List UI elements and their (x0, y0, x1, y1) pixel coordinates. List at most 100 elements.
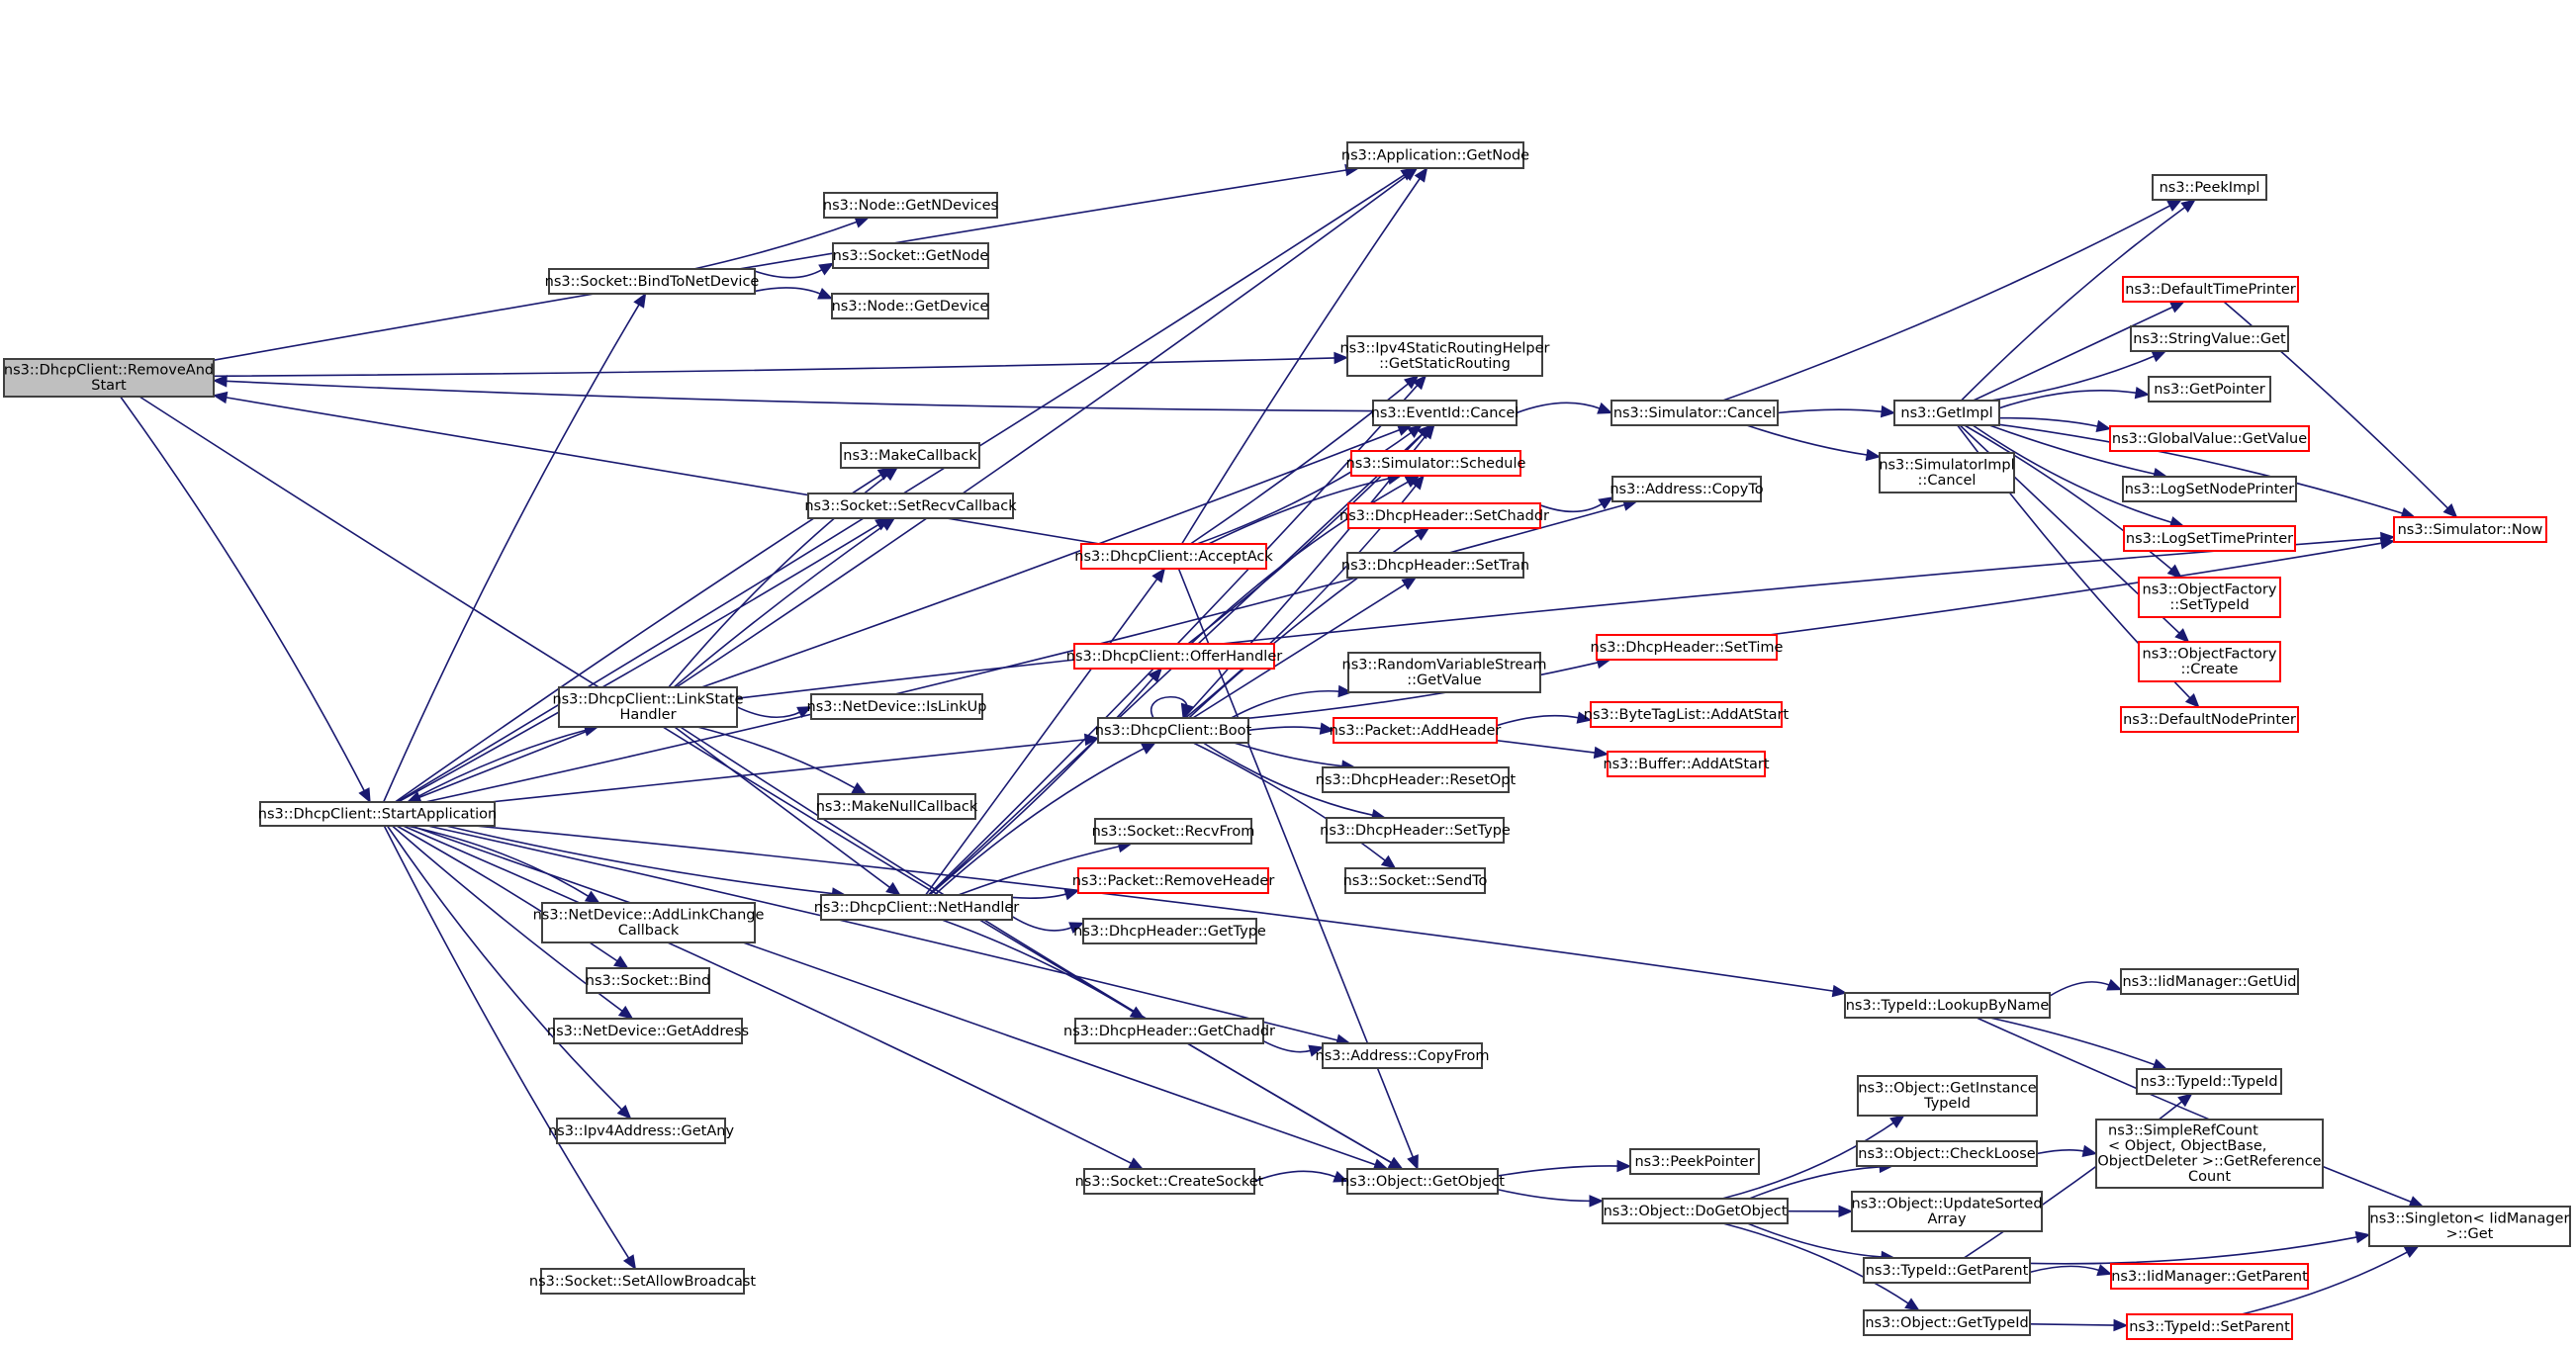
node-nethandler[interactable]: ns3::DhcpClient::NetHandler (814, 894, 1020, 921)
node-getobject[interactable]: ns3::Object::GetObject (1340, 1168, 1505, 1195)
node-setrecvcallback[interactable]: ns3::Socket::SetRecvCallback (804, 493, 1017, 519)
node-peekimpl[interactable]: ns3::PeekImpl (2152, 174, 2267, 201)
node-appgetnode[interactable]: ns3::Application::GetNode (1341, 141, 1529, 169)
node-box (2120, 706, 2299, 733)
node-nodegetndev[interactable]: ns3::Node::GetNDevices (823, 192, 998, 219)
edge-line (411, 825, 1377, 1166)
node-setchaddr[interactable]: ns3::DhcpHeader::SetChaddr (1339, 502, 1549, 529)
node-ofsettypeid[interactable]: ns3::ObjectFactory::SetTypeId (2138, 577, 2281, 618)
node-simschedule[interactable]: ns3::Simulator::Schedule (1346, 450, 1526, 477)
node-startapp[interactable]: ns3::DhcpClient::StartApplication (258, 801, 497, 827)
node-defaulttimeprinter[interactable]: ns3::DefaultTimePrinter (2122, 276, 2299, 303)
node-simimplcancel[interactable]: ns3::SimulatorImpl::Cancel (1879, 452, 2015, 493)
node-box (1596, 634, 1778, 661)
node-createsocket[interactable]: ns3::Socket::CreateSocket (1075, 1168, 1264, 1195)
node-label: ns3::DhcpHeader::GetType (1073, 924, 1266, 940)
node-eventcancel[interactable]: ns3::EventId::Cancel (1371, 400, 1519, 426)
node-box (1350, 450, 1521, 477)
arrowhead (2184, 692, 2200, 708)
node-box (1347, 502, 1541, 529)
edge-boot-to-settran (1192, 577, 1418, 719)
edge-nethandler-to-removeheader (1011, 888, 1080, 901)
node-getchaddr[interactable]: ns3::DhcpHeader::GetChaddr (1063, 1018, 1275, 1044)
node-label: ns3::Socket::GetNode (833, 248, 989, 264)
node-label: ns3::Address::CopyTo (1610, 482, 1763, 497)
edge-line (934, 747, 1146, 896)
node-settran[interactable]: ns3::DhcpHeader::SetTran (1341, 552, 1529, 579)
node-dogetobject[interactable]: ns3::Object::DoGetObject (1602, 1198, 1789, 1224)
node-makenullcallback[interactable]: ns3::MakeNullCallback (816, 793, 978, 820)
node-box (2110, 1263, 2309, 1290)
node-settime[interactable]: ns3::DhcpHeader::SetTime (1591, 634, 1784, 661)
node-recvfrom[interactable]: ns3::Socket::RecvFrom (1092, 818, 1255, 845)
node-acceptack[interactable]: ns3::DhcpClient::AcceptAck (1074, 543, 1273, 570)
node-resetopt[interactable]: ns3::DhcpHeader::ResetOpt (1316, 766, 1517, 793)
node-simcancel[interactable]: ns3::Simulator::Cancel (1610, 400, 1779, 426)
node-ipv4static[interactable]: ns3::Ipv4StaticRoutingHelper::GetStaticR… (1339, 335, 1550, 377)
arrowhead (212, 391, 229, 404)
node-boot[interactable]: ns3::DhcpClient::Boot (1095, 717, 1252, 744)
node-defaultnodeprinter[interactable]: ns3::DefaultNodePrinter (2120, 706, 2299, 733)
edge-line (2049, 981, 2111, 997)
node-logsettimeprinter[interactable]: ns3::LogSetTimePrinter (2123, 525, 2296, 552)
node-checkloose[interactable]: ns3::Object::CheckLoose (1856, 1140, 2038, 1167)
node-gettype[interactable]: ns3::DhcpHeader::GetType (1073, 918, 1266, 944)
node-iidgetuid[interactable]: ns3::IidManager::GetUid (2120, 968, 2299, 995)
node-ipv4getany[interactable]: ns3::Ipv4Address::GetAny (548, 1118, 734, 1144)
node-label: ::GetValue (1407, 672, 1482, 688)
node-lookupbyname[interactable]: ns3::TypeId::LookupByName (1844, 992, 2051, 1019)
node-sendto[interactable]: ns3::Socket::SendTo (1343, 867, 1488, 894)
node-addheader[interactable]: ns3::Packet::AddHeader (1330, 717, 1502, 744)
node-getimpl[interactable]: ns3::GetImpl (1893, 400, 2000, 426)
node-globalvaluegetvalue[interactable]: ns3::GlobalValue::GetValue (2109, 425, 2310, 452)
node-singletonget[interactable]: ns3::Singleton< IidManager >::Get (2368, 1206, 2571, 1247)
node-setallowbroadcast[interactable]: ns3::Socket::SetAllowBroadcast (529, 1268, 757, 1295)
node-typeidgetparent[interactable]: ns3::TypeId::GetParent (1863, 1257, 2031, 1284)
node-socketbind[interactable]: ns3::Socket::Bind (586, 967, 710, 994)
node-addresscopyto[interactable]: ns3::Address::CopyTo (1610, 476, 1764, 502)
arrowhead (2403, 1245, 2420, 1258)
node-box (2393, 516, 2547, 543)
edge-line (1539, 502, 1604, 513)
node-makecallback[interactable]: ns3::MakeCallback (840, 442, 980, 469)
node-iidgetparent[interactable]: ns3::IidManager::GetParent (2110, 1263, 2309, 1290)
arrowhead (2134, 386, 2151, 400)
node-getpointer[interactable]: ns3::GetPointer (2148, 376, 2271, 403)
node-rvsgetvalue[interactable]: ns3::RandomVariableStream::GetValue (1342, 652, 1547, 693)
node-bufferaddatstart[interactable]: ns3::Buffer::AddAtStart (1603, 751, 1770, 777)
edge-bindtonetdev-to-nodegetndev (693, 216, 871, 270)
node-ofcreate[interactable]: ns3::ObjectFactory::Create (2138, 641, 2281, 682)
node-typeidtypeid[interactable]: ns3::TypeId::TypeId (2136, 1068, 2282, 1095)
node-peekpointer[interactable]: ns3::PeekPointer (1629, 1148, 1760, 1175)
node-typeidsetparent[interactable]: ns3::TypeId::SetParent (2126, 1313, 2293, 1340)
edge-line (1747, 1222, 1884, 1258)
node-islinkup[interactable]: ns3::NetDevice::IsLinkUp (807, 693, 987, 720)
node-removeheader[interactable]: ns3::Packet::RemoveHeader (1072, 867, 1275, 894)
arrowhead (2168, 301, 2186, 314)
node-netdevgetaddress[interactable]: ns3::NetDevice::GetAddress (547, 1018, 749, 1044)
node-sockgetnode[interactable]: ns3::Socket::GetNode (832, 242, 989, 269)
node-offerhandler[interactable]: ns3::DhcpClient::OfferHandler (1066, 643, 1282, 670)
node-addresscopyfrom[interactable]: ns3::Address::CopyFrom (1316, 1042, 1490, 1069)
arrowhead (622, 1254, 637, 1271)
node-settype[interactable]: ns3::DhcpHeader::SetType (1320, 817, 1511, 844)
arrowhead (1414, 527, 1430, 541)
node-simplerefcount[interactable]: ns3::SimpleRefCount< Object, ObjectBase,… (2095, 1119, 2324, 1189)
node-bytetagaddatstart[interactable]: ns3::ByteTagList::AddAtStart (1584, 701, 1790, 728)
node-logsetnodeprinter[interactable]: ns3::LogSetNodePrinter (2122, 476, 2297, 502)
node-objgettypeid[interactable]: ns3::Object::GetTypeId (1863, 1309, 2031, 1336)
node-simnow[interactable]: ns3::Simulator::Now (2393, 516, 2547, 543)
edge-line (1247, 661, 1600, 719)
edges-layer (120, 163, 2458, 1332)
node-stringvalueget[interactable]: ns3::StringValue::Get (2130, 325, 2289, 352)
node-nodegetdev[interactable]: ns3::Node::GetDevice (831, 293, 989, 319)
edge-dogetobject-to-updatesortedarray (1787, 1205, 1854, 1218)
node-bindtonetdev[interactable]: ns3::Socket::BindToNetDevice (545, 268, 760, 295)
node-box (1082, 918, 1257, 944)
edge-acceptack-to-eventcancel (1196, 424, 1423, 545)
